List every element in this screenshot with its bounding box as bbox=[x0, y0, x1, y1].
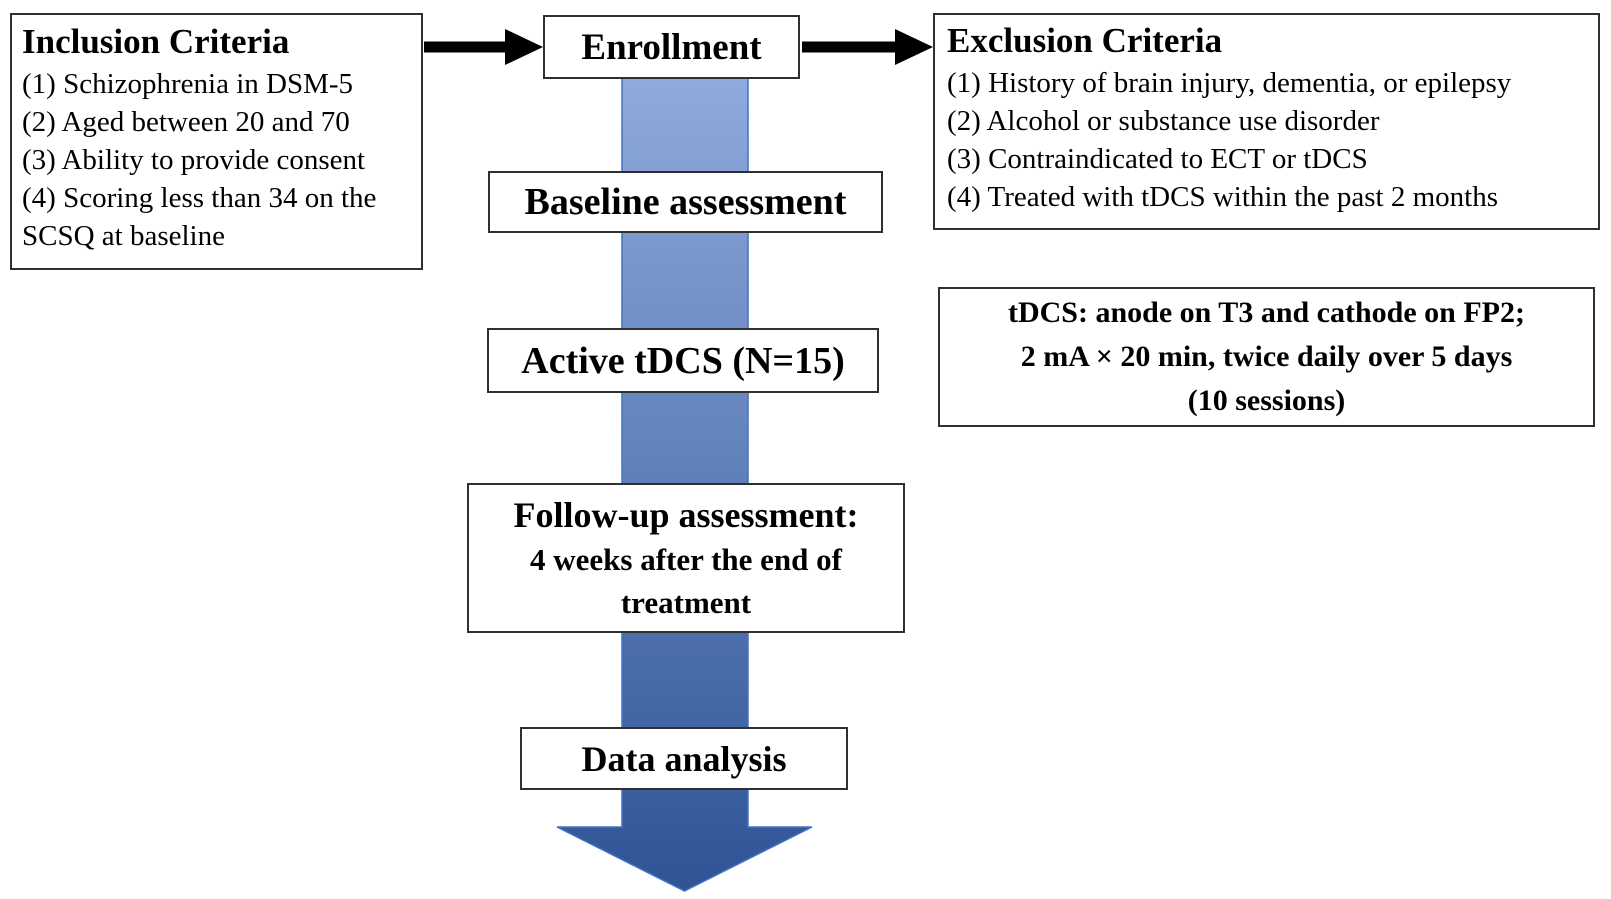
inclusion-criteria-title: Inclusion Criteria bbox=[22, 22, 290, 61]
followup-line-1: Follow-up assessment: bbox=[513, 495, 859, 535]
inclusion-item-1: (1) Schizophrenia in DSM-5 bbox=[22, 68, 354, 100]
followup-line-2: 4 weeks after the end of bbox=[530, 542, 842, 577]
exclusion-item-2: (2) Alcohol or substance use disorder bbox=[947, 105, 1380, 137]
baseline-assessment-box: Baseline assessment bbox=[488, 171, 883, 233]
exclusion-criteria-title: Exclusion Criteria bbox=[947, 21, 1223, 60]
connector-arrow-left bbox=[424, 29, 543, 65]
exclusion-item-4: (4) Treated with tDCS within the past 2 … bbox=[947, 181, 1498, 213]
tdcs-parameters-line-3: (10 sessions) bbox=[1187, 384, 1346, 417]
tdcs-parameters-line-2: 2 mA × 20 min, twice daily over 5 days bbox=[1020, 340, 1513, 373]
active-tdcs-box: Active tDCS (N=15) bbox=[487, 328, 879, 393]
inclusion-criteria-box: Inclusion Criteria (1) Schizophrenia in … bbox=[10, 13, 423, 270]
exclusion-item-3: (3) Contraindicated to ECT or tDCS bbox=[947, 143, 1368, 175]
exclusion-criteria-box: Exclusion Criteria (1) History of brain … bbox=[933, 13, 1600, 230]
inclusion-item-2: (2) Aged between 20 and 70 bbox=[22, 106, 350, 138]
inclusion-item-3: (3) Ability to provide consent bbox=[22, 144, 366, 176]
tdcs-parameters-line-1: tDCS: anode on T3 and cathode on FP2; bbox=[1007, 296, 1526, 329]
active-tdcs-label: Active tDCS (N=15) bbox=[521, 339, 845, 382]
exclusion-item-1: (1) History of brain injury, dementia, o… bbox=[947, 67, 1512, 99]
tdcs-parameters-box: tDCS: anode on T3 and cathode on FP2; 2 … bbox=[938, 287, 1595, 427]
followup-line-3: treatment bbox=[620, 585, 752, 620]
data-analysis-label: Data analysis bbox=[581, 738, 787, 779]
connector-arrow-right bbox=[802, 29, 933, 65]
followup-assessment-box: Follow-up assessment: 4 weeks after the … bbox=[467, 483, 905, 633]
enrollment-label: Enrollment bbox=[581, 26, 762, 68]
inclusion-item-4: (4) Scoring less than 34 on the SCSQ at … bbox=[22, 182, 377, 252]
enrollment-box: Enrollment bbox=[543, 15, 800, 79]
baseline-assessment-label: Baseline assessment bbox=[524, 181, 847, 223]
data-analysis-box: Data analysis bbox=[520, 727, 848, 790]
